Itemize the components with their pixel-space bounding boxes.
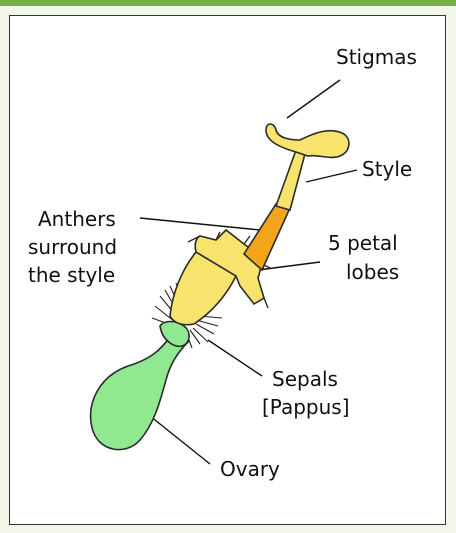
anther-tube: [244, 202, 290, 270]
label-style: Style: [362, 157, 412, 181]
style-shape: [276, 146, 306, 211]
label-anthers-1: Anthers: [38, 207, 116, 231]
ovary-shape: [91, 334, 188, 450]
ovary-leader-line: [150, 416, 210, 464]
stigmas-shape: [266, 124, 349, 157]
label-anthers-2: surround: [28, 235, 117, 259]
style-leader-line: [306, 170, 357, 182]
sepals-leader-line: [208, 340, 262, 376]
label-stigmas: Stigmas: [336, 45, 417, 69]
label-petal-lobes-1: 5 petal: [328, 231, 398, 255]
label-petal-lobes-2: lobes: [346, 260, 399, 284]
anthers-leader-line: [140, 218, 260, 230]
stigmas-leader-line: [287, 80, 340, 118]
label-sepals-1: Sepals: [272, 367, 338, 391]
label-ovary: Ovary: [220, 457, 280, 481]
label-anthers-3: the style: [28, 263, 115, 287]
label-sepals-2: [Pappus]: [262, 395, 350, 419]
